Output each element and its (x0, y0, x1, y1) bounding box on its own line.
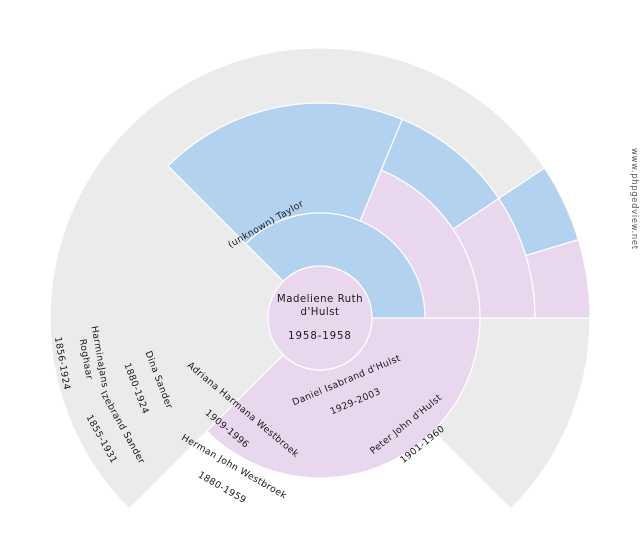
person-name-p0-line1: Madeliene Ruth (277, 294, 363, 305)
person-name-p0-line2: d'Hulst (300, 307, 339, 318)
wedge-layer (49, 47, 591, 510)
watermark-label: www.phpgedview.net (630, 148, 640, 250)
fan-segment-p0[interactable] (267, 265, 373, 371)
person-dates-p0: 1958-1958 (288, 331, 352, 342)
